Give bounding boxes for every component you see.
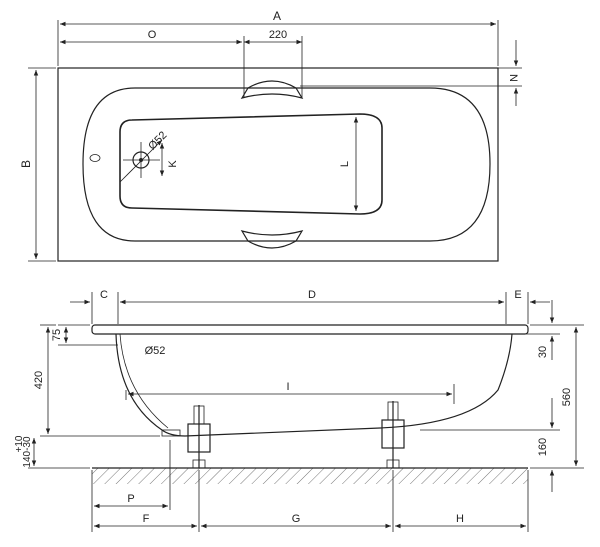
overflow-hole	[89, 154, 101, 162]
label-C: C	[100, 289, 108, 301]
top-outer-rim	[57, 67, 499, 262]
label-G: G	[292, 513, 301, 525]
top-inner-basin	[82, 87, 491, 242]
top-view: A O 220 N B Ø52 K L	[19, 9, 522, 262]
label-plus10: +10	[14, 435, 25, 452]
label-I: I	[286, 381, 289, 393]
label-E: E	[514, 289, 521, 301]
handle-top	[240, 80, 304, 99]
handle-bottom	[240, 230, 304, 249]
label-220: 220	[269, 29, 287, 41]
label-O: O	[148, 29, 157, 41]
label-dia52-top: Ø52	[146, 129, 169, 152]
floor-hatch	[92, 468, 528, 484]
label-160: 160	[537, 438, 549, 456]
label-420: 420	[33, 371, 45, 389]
label-560: 560	[561, 388, 573, 406]
top-floor-shape	[119, 113, 383, 215]
label-140-30: 140-30	[22, 436, 33, 468]
label-B: B	[19, 160, 33, 168]
leg-right	[381, 401, 405, 469]
label-L: L	[339, 161, 351, 167]
label-30: 30	[537, 346, 549, 358]
label-dia52-side: Ø52	[145, 345, 166, 357]
side-view: C D E 75 Ø52 420 +10 140-30 I 30	[14, 289, 584, 532]
leg-left	[187, 405, 211, 469]
label-K: K	[167, 160, 179, 168]
label-F: F	[143, 513, 150, 525]
label-H: H	[456, 513, 464, 525]
label-N: N	[507, 74, 519, 82]
side-rim	[91, 324, 529, 335]
label-A: A	[273, 9, 281, 23]
label-75: 75	[51, 329, 63, 341]
label-P: P	[127, 493, 134, 505]
side-tub-body	[115, 333, 513, 437]
label-D: D	[308, 289, 316, 301]
